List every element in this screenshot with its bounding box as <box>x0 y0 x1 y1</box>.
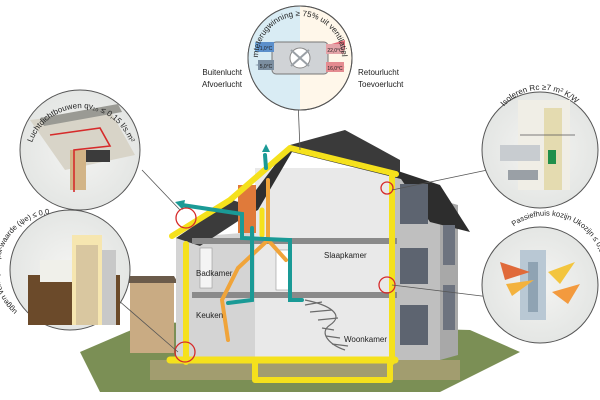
leader-lines <box>117 99 499 353</box>
insulation-shell <box>166 145 399 383</box>
room-label-slaapkamer: Slaapkamer <box>324 251 367 260</box>
window-mid-right <box>400 248 428 284</box>
ground-section <box>150 360 460 380</box>
shed-wall <box>130 283 174 353</box>
airtightness-callout: Luchtdichtbouwen qv₁₀ ≤ 0,15 l/s.m² <box>19 89 141 211</box>
temp-return: 22,0°C <box>327 48 343 54</box>
warm-air-ducts <box>219 178 288 342</box>
label-supply-air: Toevoerlucht <box>358 80 404 89</box>
first-floor-slab <box>192 292 397 298</box>
label-exhaust-air: Afvoerlucht <box>202 80 243 89</box>
room-label-woonkamer: Woonkamer <box>344 335 387 344</box>
window-wing-1 <box>443 225 455 265</box>
window-upper-right <box>400 184 428 224</box>
house-section-interior <box>255 168 395 360</box>
spiral-staircase <box>304 299 349 351</box>
passive-frame-callout: Passiefhuis kozijn Ukozijn ≤ 0,8 W/m.K <box>481 209 600 344</box>
insulation-callout: Isoleren Rc ≥7 m² K/W <box>481 83 599 209</box>
door-bathroom <box>199 247 213 289</box>
window-wing-2 <box>443 285 455 330</box>
second-floor-slab <box>192 238 397 244</box>
label-outdoor-air: Buitenlucht <box>202 68 242 77</box>
cold-air-ducts <box>180 153 304 305</box>
main-roof-top <box>290 130 400 175</box>
room-label-badkamer: Badkamer <box>196 269 233 278</box>
temp-supply: 16,0°C <box>327 66 343 72</box>
label-return-air: Retourlucht <box>358 68 400 77</box>
temp-outdoor: 1,0°C <box>260 46 273 52</box>
temp-exhaust: 5,0°C <box>260 64 273 70</box>
heat-recovery-callout: 1,0°C 5,0°C 22,0°C 16,0°C Warmteterugwin… <box>0 0 353 111</box>
duct-arrows <box>175 144 270 210</box>
shed-roof <box>126 276 178 283</box>
room-label-keuken: Keuken <box>196 311 223 320</box>
window-lower-right <box>400 305 428 345</box>
